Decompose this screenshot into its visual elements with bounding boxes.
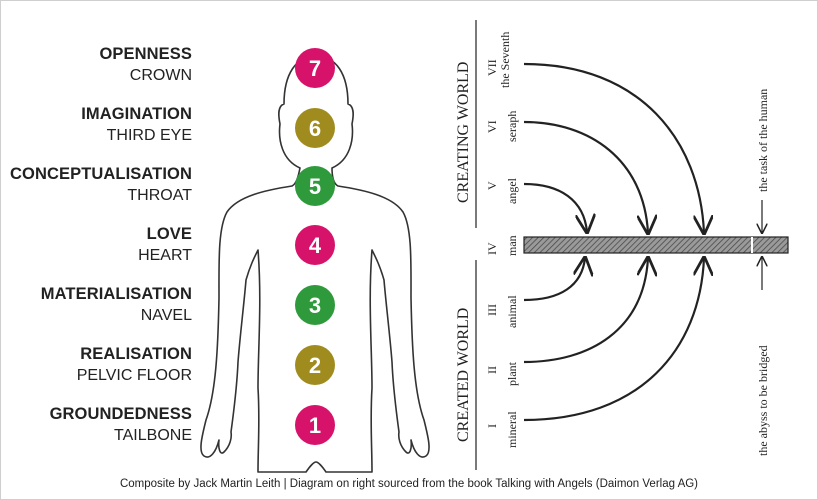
chakra-label-7: OPENNESS CROWN [100,44,193,86]
level-name-2: plant [505,361,519,386]
chakra-circle-5: 5 [295,166,335,206]
man-bar [523,236,789,254]
arc-seraph [523,120,648,233]
chakra-dot [295,405,335,445]
level-numeral-4: IV [485,242,499,255]
caption: Composite by Jack Martin Leith | Diagram… [119,478,699,490]
level-name-1: mineral [505,411,519,448]
level-name-3: animal [505,295,519,328]
chakra-label-1: GROUNDEDNESS TAILBONE [50,404,192,446]
level-numeral-3: III [485,304,499,316]
chakra-title: IMAGINATION [81,105,192,123]
chakra-number: 6 [309,116,321,141]
body-silhouette [200,55,430,473]
chakra-title: LOVE [146,225,192,243]
chakra-title: MATERIALISATION [40,285,192,303]
creating-arcs [523,62,704,233]
chakra-dot [295,48,335,88]
level-numeral-1: I [485,424,499,428]
chakra-dot [295,166,335,206]
chakra-subtitle: THROAT [127,187,192,204]
worlds-diagram: CREATING WORLD CREATED WORLD VII the Sev… [455,20,789,470]
chakra-dot [295,345,335,385]
arc-animal [523,258,585,302]
arc-seventh [523,62,704,233]
chakra-label-4: LOVE HEART [138,224,192,266]
created-world-label: CREATED WORLD [455,308,472,442]
chakra-title: CONCEPTUALISATION [10,165,192,183]
arc-angel [523,182,587,232]
chakra-circle-7: 7 [295,48,335,88]
arc-mineral [523,258,704,422]
chakra-number: 1 [309,413,321,438]
chakra-number: 3 [309,293,321,318]
chakra-circle-6: 6 [295,108,335,148]
chakra-subtitle: TAILBONE [114,427,192,444]
chakra-circle-1: 1 [295,405,335,445]
chakra-circle-2: 2 [295,345,335,385]
chakra-number: 5 [309,174,321,199]
creating-world-label: CREATING WORLD [455,62,472,203]
level-name-6: seraph [505,111,519,142]
chakra-label-2: REALISATION PELVIC FLOOR [77,344,192,386]
chakra-subtitle: HEART [138,247,192,264]
level-name-5: angel [505,177,519,204]
chakra-label-3: MATERIALISATION NAVEL [41,284,192,326]
chakra-number: 2 [309,353,321,378]
chakra-circle-4: 4 [295,225,335,265]
chakra-title: OPENNESS [99,45,192,63]
chakra-dot [295,108,335,148]
task-label: the task of the human [756,89,770,192]
chakra-circle-3: 3 [295,285,335,325]
chakra-dot [295,225,335,265]
level-numeral-5: V [485,181,499,190]
level-numeral-2: II [485,366,499,374]
chakra-dot [295,285,335,325]
chakra-title: REALISATION [80,345,192,363]
level-numeral-7: VII [485,59,499,76]
level-name-4: man [505,235,519,256]
chakra-subtitle: CROWN [129,67,192,84]
chakra-subtitle: PELVIC FLOOR [76,367,192,384]
chakra-circles: 7 6 5 4 3 2 1 [295,48,335,445]
arc-plant [523,258,648,364]
level-numeral-6: VI [485,120,499,133]
chakra-number: 4 [309,233,322,258]
chakra-subtitle: THIRD EYE [106,127,192,144]
chakra-subtitle: NAVEL [140,307,192,324]
chakra-label-6: IMAGINATION THIRD EYE [81,104,192,146]
abyss-label: the abyss to be bridged [756,345,770,456]
created-arcs [523,258,704,422]
level-name-7: the Seventh [498,32,512,88]
chakra-title: GROUNDEDNESS [49,405,192,423]
chakra-label-5: CONCEPTUALISATION THROAT [10,164,192,206]
chakra-number: 7 [309,56,321,81]
